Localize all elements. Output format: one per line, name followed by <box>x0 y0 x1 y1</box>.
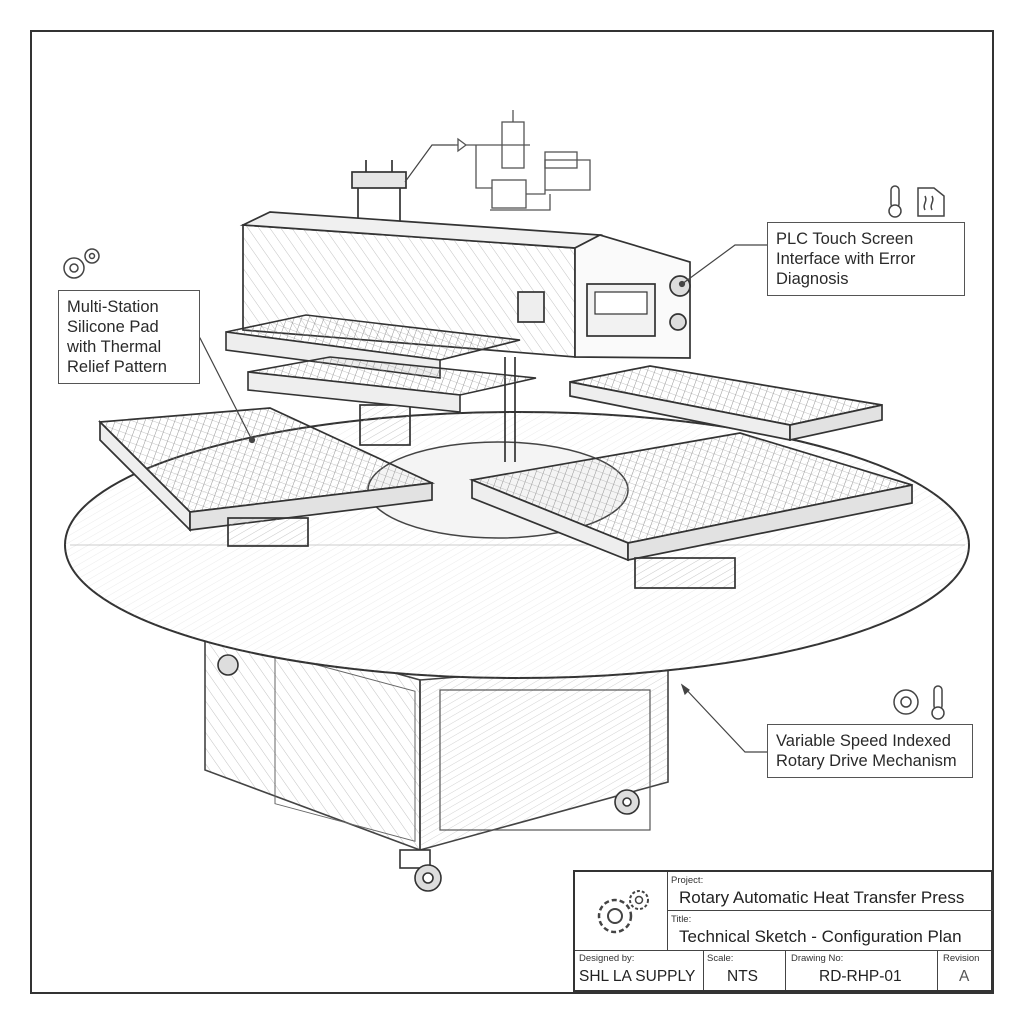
title-value: Technical Sketch - Configuration Plan <box>679 927 962 946</box>
callout-line: Silicone Pad <box>67 318 159 336</box>
designed-label: Designed by: <box>579 953 635 964</box>
callout-line: Interface with Error <box>776 250 916 268</box>
callout-line: Rotary Drive Mechanism <box>776 752 957 770</box>
sheet-border <box>30 30 994 994</box>
divider <box>667 910 993 911</box>
gear-icon <box>893 689 919 715</box>
revision-label: Revision <box>943 953 980 964</box>
divider <box>937 950 938 990</box>
title-block: Project: Rotary Automatic Heat Transfer … <box>573 870 993 992</box>
project-value: Rotary Automatic Heat Transfer Press <box>679 888 965 907</box>
pneumatic-schematic <box>455 110 591 211</box>
gears-icon <box>63 248 100 279</box>
callout-silicone-pad: Multi-Station Silicone Pad with Thermal … <box>58 290 200 384</box>
thermometer-icon <box>931 685 945 720</box>
divider <box>703 950 704 990</box>
divider <box>785 950 786 990</box>
drawing-value: RD-RHP-01 <box>819 968 902 985</box>
thermometer-icon <box>888 185 902 218</box>
project-label: Project: <box>671 875 704 886</box>
revision-value: A <box>959 968 970 985</box>
title-block-logo <box>575 872 668 950</box>
drawing-label: Drawing No: <box>791 953 844 964</box>
caster-wheels <box>217 654 640 892</box>
designed-value: SHL LA SUPPLY <box>579 968 696 985</box>
heat-icon <box>917 187 945 217</box>
scale-label: Scale: <box>707 953 734 964</box>
station-pads <box>98 365 913 589</box>
gears-icon <box>597 890 649 934</box>
scale-value: NTS <box>727 968 758 985</box>
callout-line: PLC Touch Screen <box>776 230 914 248</box>
upper-platens <box>225 314 537 413</box>
callout-line: Diagnosis <box>776 270 849 288</box>
callout-rotary-drive: Variable Speed Indexed Rotary Drive Mech… <box>767 724 973 778</box>
callout-plc-screen: PLC Touch Screen Interface with Error Di… <box>767 222 965 296</box>
callout-line: Relief Pattern <box>67 358 167 376</box>
callout-line: Multi-Station <box>67 298 159 316</box>
callout-line: Variable Speed Indexed <box>776 732 951 750</box>
title-label: Title: <box>671 914 692 925</box>
divider <box>575 950 991 951</box>
callout-line: with Thermal <box>67 338 162 356</box>
